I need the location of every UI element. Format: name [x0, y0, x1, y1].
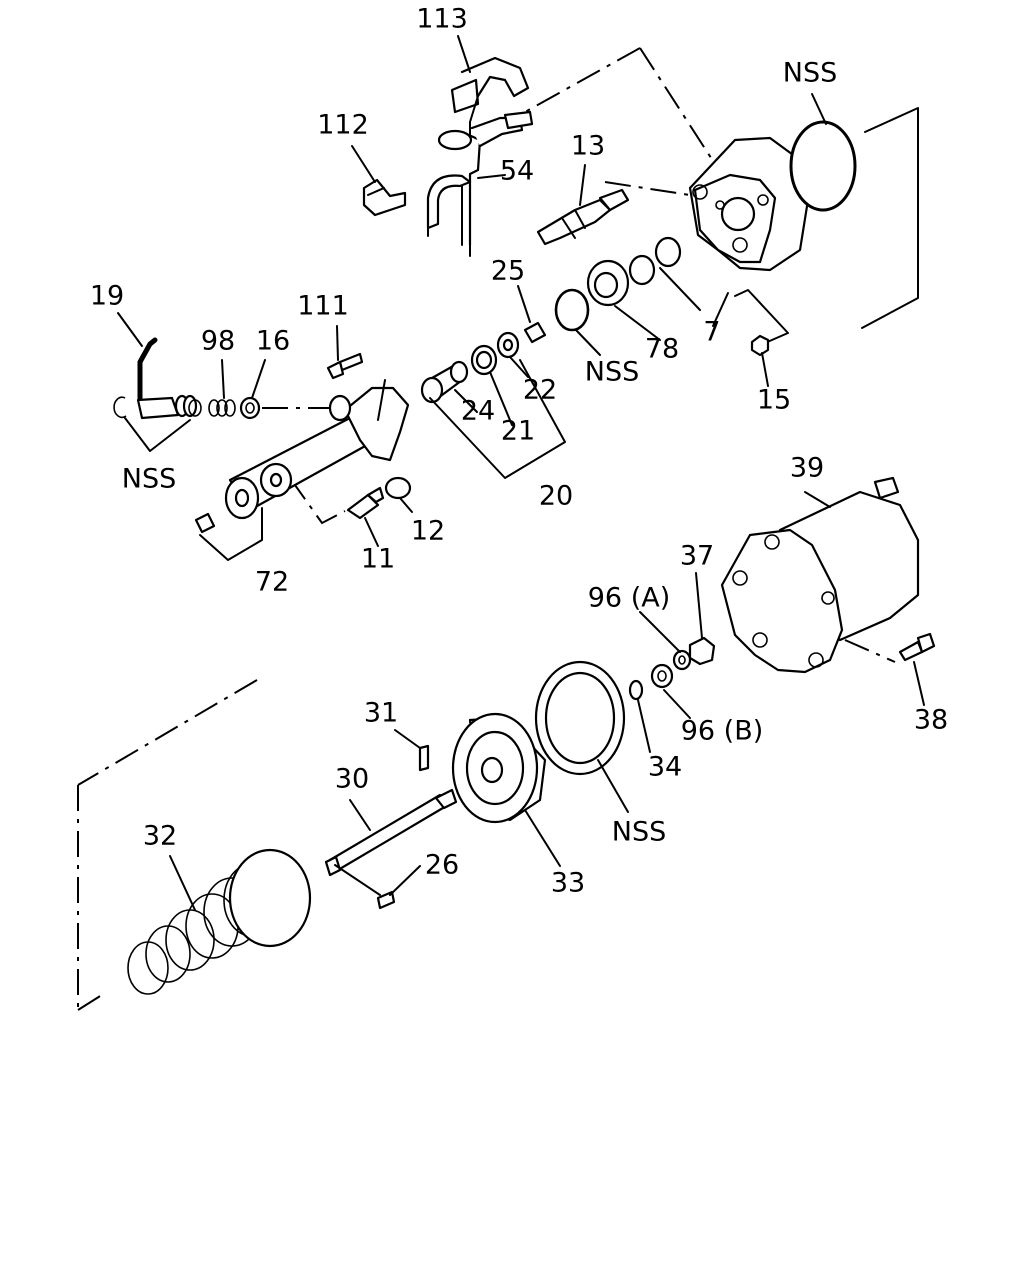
callout-38: 38	[914, 705, 948, 736]
callout-11: 11	[361, 544, 395, 575]
callout-19: 19	[90, 281, 124, 312]
o-ring-nss-mid[interactable]	[554, 288, 590, 332]
callout-nss-bottom: NSS	[612, 817, 666, 848]
washer-22[interactable]	[496, 331, 520, 359]
callout-113: 113	[416, 4, 468, 35]
pin-26[interactable]	[376, 890, 396, 910]
callout-15: 15	[757, 385, 791, 416]
callout-nss-left: NSS	[122, 464, 176, 495]
callout-96a: 96 (A)	[588, 583, 670, 614]
pipe-19[interactable]	[136, 337, 198, 420]
callout-78: 78	[645, 334, 679, 365]
cap-12[interactable]	[384, 476, 412, 500]
callout-20: 20	[539, 481, 573, 512]
callout-22: 22	[523, 375, 557, 406]
callout-26: 26	[425, 850, 459, 881]
leader-lines	[117, 35, 925, 911]
sensor-13[interactable]	[536, 188, 630, 246]
ring-34[interactable]	[628, 679, 644, 701]
bolt-111[interactable]	[326, 352, 364, 380]
piston-24[interactable]	[420, 360, 469, 404]
callout-34: 34	[648, 752, 682, 783]
callout-labels: 113 112 54 13 NSS 19 98 16 111 25 NSS 78…	[90, 4, 948, 899]
push-rod-30[interactable]	[324, 788, 458, 877]
nut-37[interactable]	[688, 636, 716, 666]
callout-39: 39	[790, 453, 824, 484]
callout-33: 33	[551, 868, 585, 899]
ring-21[interactable]	[470, 344, 498, 376]
clip-112[interactable]	[362, 178, 407, 217]
rings-nss-left[interactable]	[113, 396, 202, 419]
callout-13: 13	[571, 131, 605, 162]
spring-32[interactable]	[127, 848, 312, 995]
piston-33[interactable]	[451, 712, 547, 824]
plug[interactable]	[194, 512, 216, 534]
callout-37: 37	[680, 541, 714, 572]
spring-98[interactable]	[208, 399, 236, 417]
shift-fork-54[interactable]	[426, 110, 534, 257]
callout-111: 111	[297, 291, 349, 322]
nut-16[interactable]	[239, 396, 261, 420]
callout-24: 24	[461, 396, 495, 427]
washer-96a[interactable]	[672, 649, 692, 671]
callout-25: 25	[491, 256, 525, 287]
washer-96b[interactable]	[650, 663, 674, 689]
callout-21: 21	[501, 416, 535, 447]
pin-25[interactable]	[523, 321, 547, 344]
pipe-bracket-113[interactable]	[450, 56, 530, 141]
bushings-7[interactable]	[628, 236, 682, 286]
callout-54: 54	[500, 156, 534, 187]
nut-15[interactable]	[750, 334, 770, 357]
end-housing[interactable]	[688, 136, 810, 272]
callout-12: 12	[411, 516, 445, 547]
callout-nss-mid: NSS	[585, 357, 639, 388]
callout-30: 30	[335, 764, 369, 795]
callout-nss-top: NSS	[783, 58, 837, 89]
callout-16: 16	[256, 326, 290, 357]
seal-nss-bottom[interactable]	[534, 660, 626, 776]
callout-98: 98	[201, 326, 235, 357]
bleeder-11[interactable]	[346, 486, 385, 520]
cylinder-body-72[interactable]	[224, 379, 410, 520]
rear-housing-39[interactable]	[720, 476, 920, 674]
callout-32: 32	[143, 821, 177, 852]
callout-31: 31	[364, 698, 398, 729]
seal-78[interactable]	[586, 259, 630, 307]
callout-112: 112	[317, 110, 369, 141]
callout-96b: 96 (B)	[681, 716, 764, 747]
bolt-38[interactable]	[898, 632, 936, 662]
callout-7: 7	[703, 317, 720, 348]
callout-72: 72	[255, 567, 289, 598]
o-ring-nss-top[interactable]	[789, 120, 857, 212]
pin-31[interactable]	[418, 744, 430, 772]
